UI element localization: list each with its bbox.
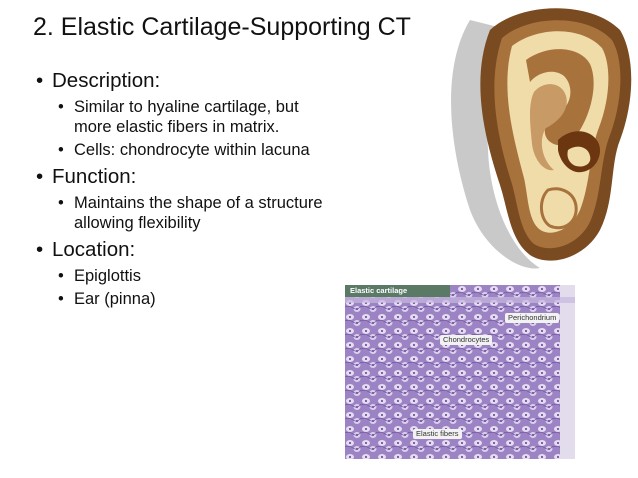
slide-title: 2. Elastic Cartilage-Supporting CT xyxy=(33,13,411,41)
label-elastic-fibers: Elastic fibers xyxy=(413,429,462,439)
list-item: Ear (pinna) xyxy=(36,289,336,309)
list-item: Similar to hyaline cartilage, but more e… xyxy=(36,97,336,137)
label-perichondrium: Perichondrium xyxy=(505,313,560,323)
list-item: Epiglottis xyxy=(36,266,336,286)
section-heading-location: Location: xyxy=(36,237,336,262)
list-item: Cells: chondrocyte within lacuna xyxy=(36,140,336,160)
location-list: Epiglottis Ear (pinna) xyxy=(36,266,336,309)
section-heading-function: Function: xyxy=(36,164,336,189)
bullet-content: Description: Similar to hyaline cartilag… xyxy=(36,68,336,313)
list-item: Maintains the shape of a structure allow… xyxy=(36,193,336,233)
label-chondrocytes: Chondrocytes xyxy=(440,335,493,345)
micrograph-image: Elastic cartilage Perichondrium Chondroc… xyxy=(345,285,575,459)
micrograph-header: Elastic cartilage xyxy=(345,285,450,297)
function-list: Maintains the shape of a structure allow… xyxy=(36,193,336,233)
section-heading-description: Description: xyxy=(36,68,336,93)
description-list: Similar to hyaline cartilage, but more e… xyxy=(36,97,336,160)
ear-icon xyxy=(430,0,635,272)
